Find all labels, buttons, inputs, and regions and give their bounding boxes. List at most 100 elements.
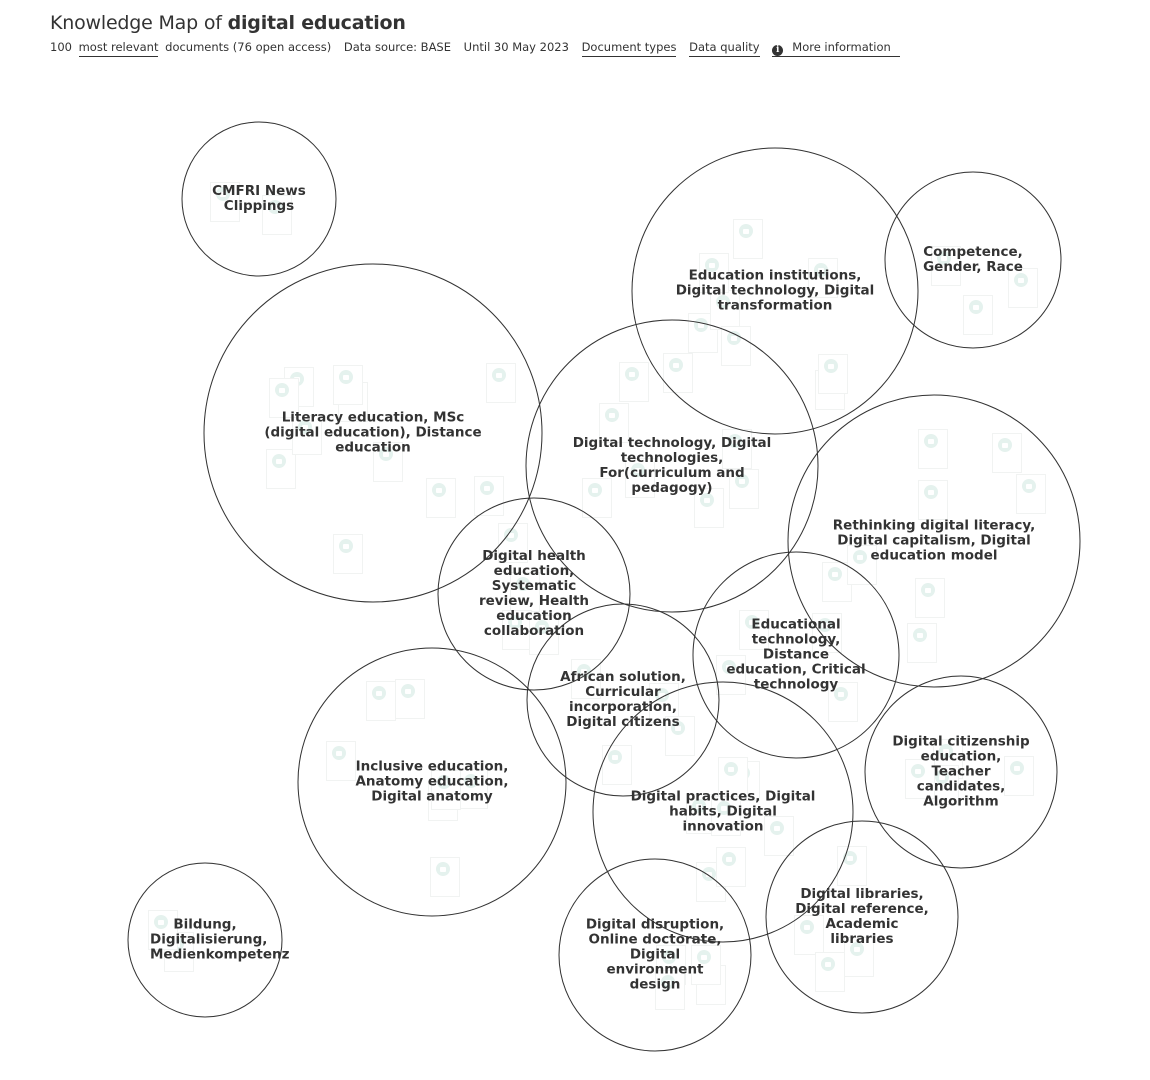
paper-document[interactable] xyxy=(716,654,747,695)
bubble-area[interactable] xyxy=(437,497,631,691)
paper-document[interactable] xyxy=(808,258,839,299)
bubble-title[interactable]: Digital practices, Digital habits, Digit… xyxy=(630,788,816,835)
open-access-icon xyxy=(503,527,518,542)
paper-document[interactable] xyxy=(698,253,729,294)
paper-document[interactable] xyxy=(1004,756,1035,797)
open-access-icon xyxy=(968,300,983,315)
bubble-title[interactable]: Educational technology, Distance educati… xyxy=(726,616,866,693)
paper-document[interactable] xyxy=(918,429,949,470)
open-access-icon xyxy=(630,462,645,477)
paper-document[interactable] xyxy=(1016,474,1047,515)
paper-document[interactable] xyxy=(732,219,763,260)
bubble-area[interactable] xyxy=(765,820,959,1014)
paper-document[interactable] xyxy=(262,195,293,236)
paper-document[interactable] xyxy=(429,857,460,898)
paper-document[interactable] xyxy=(268,378,299,419)
bubble-area[interactable] xyxy=(525,319,819,613)
paper-document[interactable] xyxy=(811,613,842,654)
paper-document[interactable] xyxy=(763,816,794,857)
paper-document[interactable] xyxy=(709,290,740,331)
bubble-title[interactable]: Competence, Gender, Race xyxy=(923,244,1023,275)
paper-document[interactable] xyxy=(817,353,848,394)
paper-document[interactable] xyxy=(497,522,528,563)
paper-document[interactable] xyxy=(426,477,457,518)
paper-document[interactable] xyxy=(907,622,938,663)
paper-document[interactable] xyxy=(291,414,322,455)
paper-document[interactable] xyxy=(915,578,946,619)
bubble-area[interactable] xyxy=(127,862,283,1018)
paper-document[interactable] xyxy=(571,658,602,699)
bubble-area[interactable] xyxy=(203,263,543,603)
paper-document[interactable] xyxy=(694,488,725,529)
paper-document[interactable] xyxy=(147,909,178,950)
bubble-title[interactable]: Digital technology, Digital technologies… xyxy=(572,435,772,496)
paper-document[interactable] xyxy=(827,682,858,722)
paper-document[interactable] xyxy=(510,571,541,612)
paper-document[interactable] xyxy=(846,545,877,586)
paper-document[interactable] xyxy=(931,246,962,287)
paper-document[interactable] xyxy=(648,682,679,723)
bubble-title[interactable]: CMFRI News Clippings xyxy=(212,183,306,214)
bubble-area[interactable] xyxy=(181,121,337,277)
paper-document[interactable] xyxy=(664,715,695,756)
most-relevant-link[interactable]: most relevant xyxy=(78,40,159,57)
paper-document[interactable] xyxy=(991,433,1022,474)
paper-document[interactable] xyxy=(431,770,462,811)
paper-document[interactable] xyxy=(793,915,824,956)
bubble-title[interactable]: Rethinking digital literacy, Digital cap… xyxy=(832,517,1036,564)
paper-document[interactable] xyxy=(618,362,649,403)
paper-document[interactable] xyxy=(962,295,993,336)
paper-document[interactable] xyxy=(485,362,516,403)
data-quality-link[interactable]: Data quality xyxy=(689,40,760,57)
bubble-area[interactable] xyxy=(631,147,919,435)
paper-document[interactable] xyxy=(372,441,403,482)
paper-document[interactable] xyxy=(655,969,686,1010)
paper-document[interactable] xyxy=(837,846,868,887)
bubble-area[interactable] xyxy=(297,647,567,917)
bubble-area[interactable] xyxy=(592,681,854,943)
paper-document[interactable] xyxy=(332,533,363,574)
document-types-link[interactable]: Document types xyxy=(581,40,677,57)
paper-document[interactable] xyxy=(721,428,752,469)
paper-document[interactable] xyxy=(599,402,630,443)
paper-document[interactable] xyxy=(325,741,356,782)
bubble-area[interactable] xyxy=(787,394,1081,688)
bubble-title[interactable]: Education institutions, Digital technolo… xyxy=(675,267,875,314)
bubble-title[interactable]: Digital citizenship education, Teacher c… xyxy=(892,733,1030,810)
paper-document[interactable] xyxy=(739,609,770,650)
paper-document[interactable] xyxy=(209,182,240,223)
bubble-title[interactable]: Bildung, Digitalisierung, Medienkompeten… xyxy=(150,916,290,963)
bubble-area[interactable] xyxy=(526,603,720,797)
paper-document[interactable] xyxy=(624,457,655,498)
bubble-title[interactable]: Digital libraries, Digital reference, Ac… xyxy=(795,886,929,947)
paper-document[interactable] xyxy=(394,679,425,720)
paper-document[interactable] xyxy=(721,325,752,366)
paper-document[interactable] xyxy=(718,757,749,798)
paper-document[interactable] xyxy=(715,846,746,887)
paper-document[interactable] xyxy=(729,468,760,509)
paper-document[interactable] xyxy=(266,448,297,489)
bubble-title[interactable]: African solution, Curricular incorporati… xyxy=(560,669,686,730)
paper-document[interactable] xyxy=(458,769,489,810)
bubble-title[interactable]: Digital disruption, Online doctorate, Di… xyxy=(585,916,725,993)
open-access-icon xyxy=(605,407,620,422)
bubble-area[interactable] xyxy=(558,858,752,1052)
bubble-area[interactable] xyxy=(864,675,1058,869)
paper-document[interactable] xyxy=(582,477,613,518)
paper-document[interactable] xyxy=(904,758,935,799)
paper-document[interactable] xyxy=(691,945,722,986)
paper-document[interactable] xyxy=(528,615,559,656)
paper-document[interactable] xyxy=(332,365,363,406)
paper-document[interactable] xyxy=(918,479,949,520)
bubble-area[interactable] xyxy=(692,551,900,759)
bubble-title[interactable]: Literacy education, MSc (digital educati… xyxy=(264,409,482,456)
paper-document[interactable] xyxy=(366,681,397,721)
paper-document[interactable] xyxy=(710,795,741,836)
paper-document[interactable] xyxy=(473,475,504,516)
paper-document[interactable] xyxy=(1007,267,1038,308)
bubble-title[interactable]: Digital health education, Systematic rev… xyxy=(478,548,590,639)
paper-document[interactable] xyxy=(843,937,874,978)
bubble-area[interactable] xyxy=(884,171,1062,349)
bubble-title[interactable]: Inclusive education, Anatomy education, … xyxy=(355,758,509,805)
